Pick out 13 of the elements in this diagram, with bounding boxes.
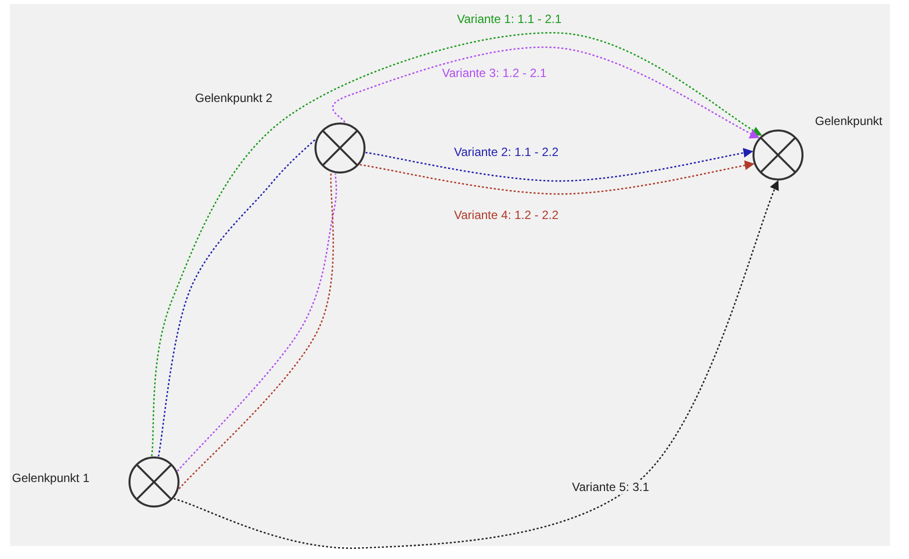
edge-label: Variante 2: 1.1 - 2.2 — [452, 145, 561, 159]
edge-label: Variante 4: 1.2 - 2.2 — [452, 208, 561, 222]
edge-label: Variante 1: 1.1 - 2.1 — [455, 12, 564, 26]
dotted-arrow — [366, 148, 754, 182]
dotted-arrow — [332, 46, 760, 138]
edge-label: Variante 3: 1.2 - 2.1 — [440, 66, 549, 80]
dotted-arrow — [151, 32, 762, 456]
edge-label: Variante 5: 3.1 — [570, 480, 652, 494]
node-label: Gelenkpunkt 1 — [12, 472, 90, 484]
node-label: Gelenkpunkt 2 — [195, 92, 272, 104]
dotted-arrow — [360, 160, 755, 195]
node-label: Gelenkpunkt — [815, 115, 882, 127]
dotted-arrow — [174, 180, 780, 549]
